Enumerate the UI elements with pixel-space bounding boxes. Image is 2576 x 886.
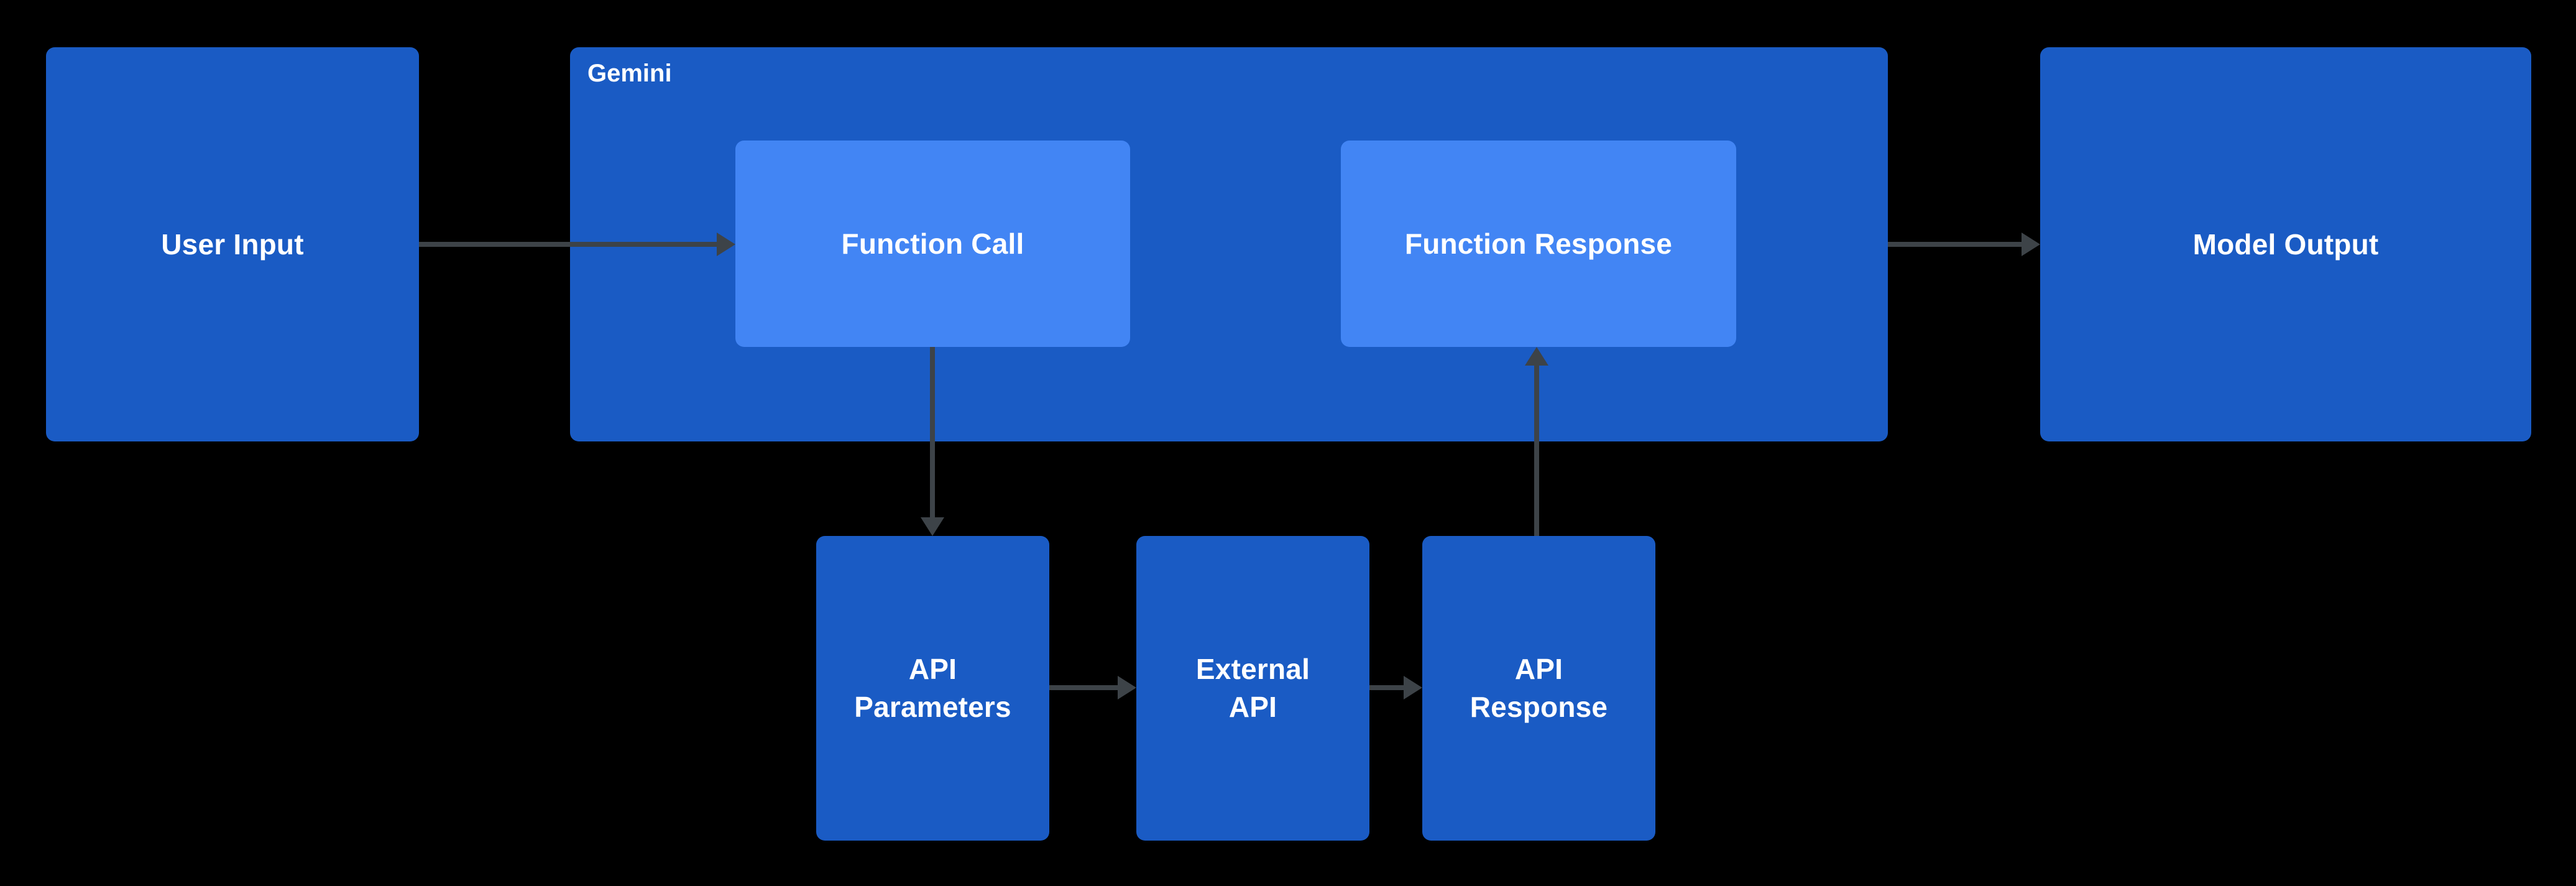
arrowhead-right-icon [1404, 676, 1422, 699]
edge-external-api-to-api-response [1369, 676, 1422, 699]
edge-function-call-to-api-parameters [921, 347, 944, 536]
edge-line [930, 347, 935, 520]
edge-line [1888, 242, 2024, 247]
node-user-input[interactable]: User Input [46, 47, 419, 441]
arrowhead-down-icon [921, 517, 944, 536]
arrowhead-right-icon [717, 233, 735, 256]
edge-api-parameters-to-external-api [1049, 676, 1136, 699]
node-model-output[interactable]: Model Output [2040, 47, 2531, 441]
node-function-call[interactable]: Function Call [735, 141, 1130, 347]
arrowhead-right-icon [2022, 233, 2040, 256]
arrowhead-up-icon [1525, 347, 1548, 366]
edge-user-input-to-function-call [419, 233, 735, 256]
edge-line [1534, 363, 1539, 536]
node-external-api[interactable]: External API [1136, 536, 1369, 841]
node-function-response[interactable]: Function Response [1341, 141, 1736, 347]
node-api-parameters[interactable]: API Parameters [816, 536, 1049, 841]
group-gemini-label: Gemini [587, 60, 672, 87]
arrowhead-right-icon [1118, 676, 1136, 699]
edge-line [419, 242, 719, 247]
edge-line [1369, 685, 1407, 690]
node-api-response[interactable]: API Response [1422, 536, 1655, 841]
edge-line [1049, 685, 1120, 690]
edge-api-response-to-function-response [1525, 347, 1548, 536]
edge-function-response-to-model-output [1888, 233, 2040, 256]
